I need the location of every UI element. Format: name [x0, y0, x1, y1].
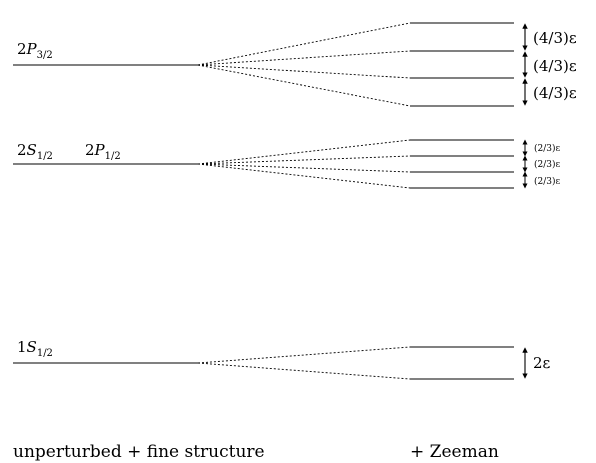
spacing-label-p32-3: (4/3)ε	[533, 84, 577, 102]
label-2p12: 2P1/2	[85, 141, 121, 162]
zeeman-levels-2p32	[410, 22, 514, 107]
caption-right: + Zeeman	[410, 442, 499, 462]
splitting-n2	[197, 139, 411, 189]
caption-left: unperturbed + fine structure	[13, 442, 265, 462]
label-2s12: 2S1/2	[17, 141, 53, 162]
spacing-label-n2-2: (2/3)ε	[534, 159, 561, 170]
spacing-label-n2-1: (2/3)ε	[534, 143, 561, 154]
splitting-1s12	[197, 346, 411, 380]
spacing-label-ground: 2ε	[533, 354, 551, 372]
spacing-label-p32-1: (4/3)ε	[533, 29, 577, 47]
zeeman-levels-n2	[410, 139, 514, 189]
label-1s12: 1S1/2	[17, 338, 53, 359]
spacing-label-p32-2: (4/3)ε	[533, 57, 577, 75]
splitting-2p32	[197, 22, 411, 107]
label-2p32: 2P3/2	[17, 40, 53, 61]
zeeman-levels-1s12	[410, 346, 514, 380]
spacing-label-n2-3: (2/3)ε	[534, 176, 561, 187]
